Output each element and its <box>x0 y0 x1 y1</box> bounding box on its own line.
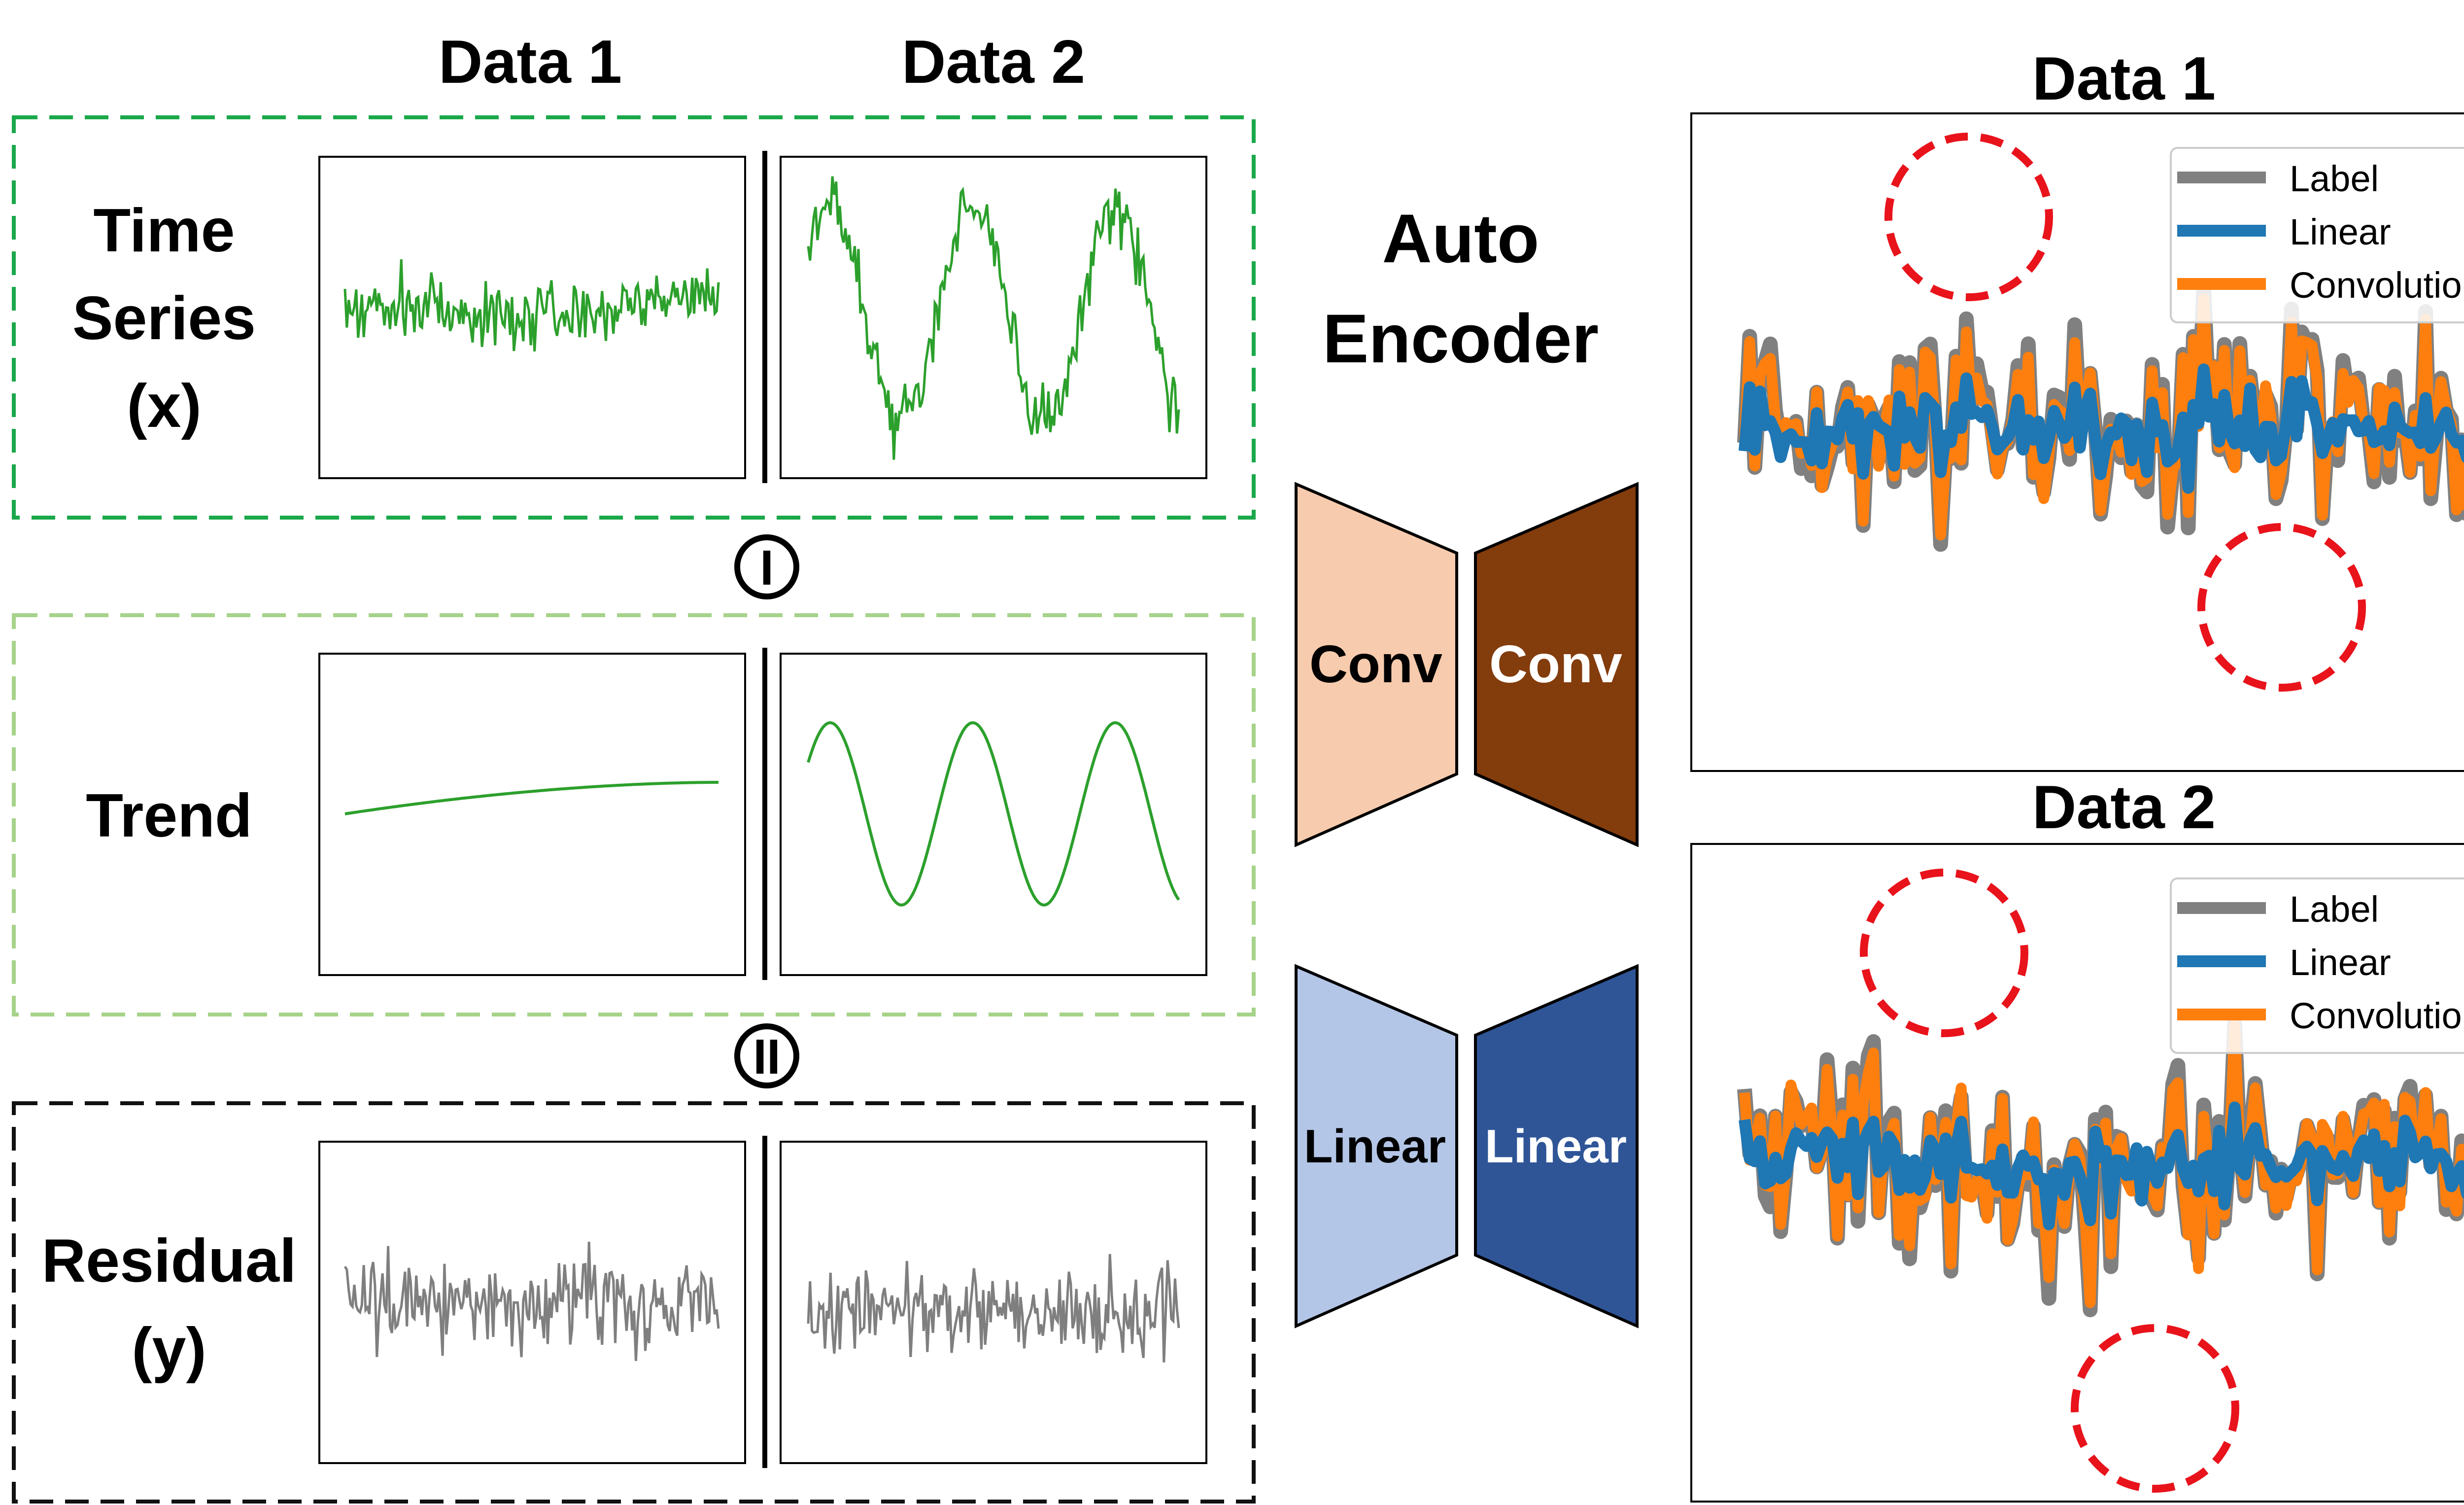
linear-decoder-block <box>1474 964 1639 1329</box>
chart-1-legend-convolution: Convolution <box>2290 265 2464 306</box>
chart-2-highlight-circle-1 <box>1860 869 2028 1037</box>
chart-1-legend-label: Label <box>2290 158 2379 199</box>
linear-decoder-label: Linear <box>1485 1120 1627 1173</box>
autoencoder-title-line-2: Encoder <box>1323 300 1599 377</box>
trend-data-2-plot <box>780 653 1207 976</box>
chart-1-highlight-circle-2 <box>2197 523 2366 692</box>
chart-2-legend: Label Linear Convolution <box>2170 877 2464 1054</box>
residual-label-line-1: Residual <box>42 1227 297 1295</box>
conv-encoder-block <box>1295 482 1458 847</box>
column-header-data-1: Data 1 <box>439 28 622 96</box>
chart-1-plot-area <box>1737 279 2464 552</box>
chart-1-title: Data 1 <box>2032 45 2216 113</box>
chart-2-legend-linear: Linear <box>2290 942 2391 983</box>
operator-ii-circle <box>734 1023 799 1088</box>
chart-1-legend: Label Linear Convolution <box>2170 147 2464 323</box>
autoencoder-title-line-1: Auto <box>1382 200 1540 277</box>
chart-1-series-linear <box>1739 363 2464 494</box>
operator-ii-label: II <box>753 1029 781 1085</box>
residual-data-1-line <box>343 1241 720 1361</box>
residual-data-2-line <box>807 1254 1180 1363</box>
linear-encoder-block <box>1295 964 1458 1329</box>
chart-2-highlight-circle-2 <box>2071 1324 2239 1493</box>
conv-encoder-label: Conv <box>1309 634 1442 694</box>
chart-2-legend-label: Label <box>2290 889 2379 930</box>
chart-2-title: Data 2 <box>2032 773 2216 841</box>
operator-i-label: I <box>760 540 774 595</box>
column-header-data-2: Data 2 <box>902 28 1085 96</box>
residual-dashed-box <box>12 1101 1256 1504</box>
linear-encoder-label: Linear <box>1304 1120 1446 1173</box>
time-series-data-2-plot <box>780 156 1207 479</box>
trend-label: Trend <box>86 782 252 850</box>
chart-1-highlight-circle-1 <box>1884 133 2053 301</box>
chart-2-legend-convolution: Convolution <box>2290 995 2464 1036</box>
trend-data-1-plot <box>318 653 746 976</box>
trend-data-1-line <box>344 781 719 815</box>
chart-1-legend-linear: Linear <box>2290 211 2391 252</box>
time-series-data-1-line <box>343 259 720 352</box>
chart-2-series-linear <box>1739 1101 2464 1230</box>
time-series-dashed-box <box>12 115 1256 520</box>
time-series-data-2-line <box>807 176 1180 460</box>
conv-decoder-block <box>1474 482 1639 847</box>
residual-label-line-2: (y) <box>132 1316 206 1384</box>
trend-data-2-line <box>807 721 1180 907</box>
time-series-label-line-1: Time <box>93 197 235 265</box>
time-series-label-line-3: (x) <box>127 372 202 440</box>
conv-decoder-label: Conv <box>1489 634 1622 694</box>
chart-2-series-convolution <box>1739 1019 2464 1308</box>
chart-2-plot-area <box>1737 1015 2464 1318</box>
operator-i-circle <box>734 534 799 599</box>
trend-dashed-box <box>12 613 1256 1016</box>
time-series-label-line-2: Series <box>72 284 256 352</box>
